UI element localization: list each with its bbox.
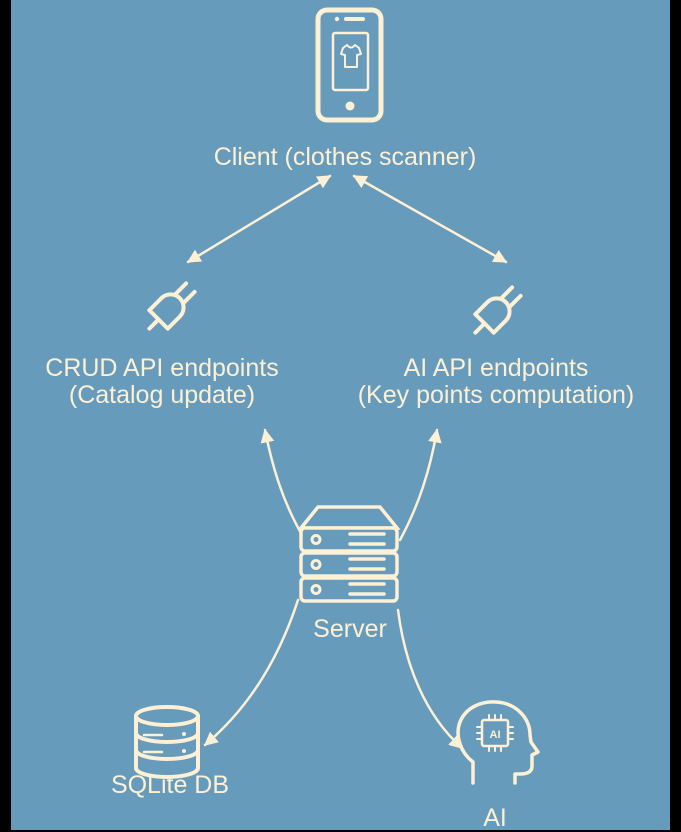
ai-api-label-line1: AI API endpoints — [403, 354, 589, 382]
ai-label: AI — [483, 804, 507, 832]
edge-server-ai — [396, 608, 464, 750]
edge-server-ai-api — [398, 428, 442, 542]
database-icon — [134, 705, 200, 779]
plug-icon — [147, 281, 197, 331]
ai-head-icon: AI — [456, 700, 540, 785]
crud-api-label-line1: CRUD API endpoints — [45, 354, 279, 382]
edge-server-crud-api — [260, 428, 307, 542]
ai-api-label: AI API endpoints (Key points computation… — [317, 355, 675, 409]
edge-client-ai-api — [352, 174, 508, 264]
ai-api-label-line2: (Key points computation) — [357, 381, 635, 409]
db-label: SQLite DB — [110, 771, 230, 799]
server-label: Server — [313, 615, 387, 643]
diagram-panel — [11, 0, 670, 830]
plug-icon — [473, 285, 523, 335]
server-rack-icon — [297, 505, 401, 603]
svg-text:AI: AI — [490, 729, 501, 741]
edge-server-db — [203, 598, 300, 747]
edge-client-crud-api — [186, 174, 332, 264]
crud-api-label: CRUD API endpoints (Catalog update) — [12, 355, 312, 409]
client-label: Client (clothes scanner) — [213, 143, 477, 171]
crud-api-label-line2: (Catalog update) — [68, 381, 256, 409]
smartphone-shirt-icon — [315, 7, 384, 123]
